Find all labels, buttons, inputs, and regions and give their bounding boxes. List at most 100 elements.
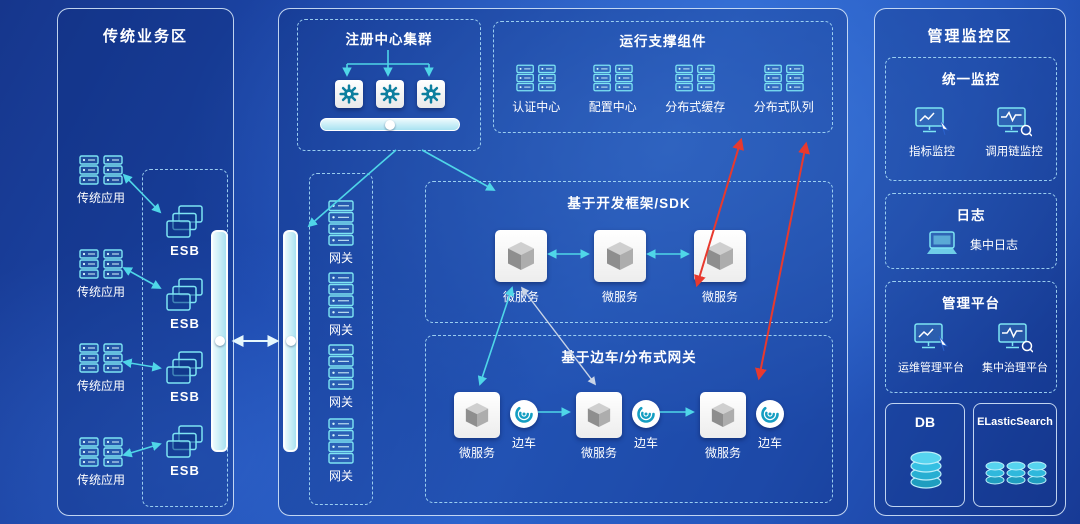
esb-item-1: ESB xyxy=(143,204,227,258)
sidecar-icon xyxy=(632,400,660,428)
sidecar-label: 边车 xyxy=(757,436,782,450)
gear-icon xyxy=(421,84,441,104)
microservice-box xyxy=(495,230,547,282)
bus-node-dot xyxy=(285,336,296,346)
microservice-box xyxy=(454,392,500,438)
microservice-label: 微服务 xyxy=(458,446,495,460)
sdk-microservice-1: 微服务 xyxy=(495,230,547,305)
runtime-item-distributed-queue: 分布式队列 xyxy=(754,64,814,115)
server-rack-icon xyxy=(328,272,354,318)
message-bus-bar-right xyxy=(283,230,298,452)
runtime-item-distributed-cache: 分布式缓存 xyxy=(665,64,725,115)
runtime-item-label: 分布式缓存 xyxy=(665,100,726,114)
microservice-label: 微服务 xyxy=(701,290,738,304)
metrics-monitoring-label: 指标监控 xyxy=(909,146,955,158)
sidecar-label: 边车 xyxy=(511,436,536,450)
database-icon xyxy=(905,444,947,490)
sdk-microservice-2: 微服务 xyxy=(594,230,646,305)
runtime-item-label: 分布式队列 xyxy=(753,100,814,114)
metrics-monitoring-item: 指标监控 xyxy=(892,106,972,159)
sidecar-icon xyxy=(756,400,784,428)
esb-item-4: ESB xyxy=(143,424,227,478)
runtime-support-title: 运行支撑组件 xyxy=(619,34,707,49)
esb-item-3: ESB xyxy=(143,350,227,404)
server-pair-icon xyxy=(675,64,715,92)
bus-node-dot xyxy=(214,336,225,346)
db-label: DB xyxy=(914,414,936,430)
elasticsearch-box: ELasticSearch xyxy=(973,403,1057,507)
microservice-label: 微服务 xyxy=(704,446,741,460)
server-pair-icon xyxy=(516,64,556,92)
traditional-app-label: 传统应用 xyxy=(76,473,125,487)
tracing-monitoring-item: 调用链监控 xyxy=(974,106,1054,159)
microservice-zone-panel: 注册中心集群 运行支撑组件 认证中心 xyxy=(278,8,848,516)
registry-node-1 xyxy=(335,80,363,108)
esb-label: ESB xyxy=(170,243,200,258)
monitor-hand-icon xyxy=(914,106,950,138)
server-pair-icon xyxy=(79,155,123,185)
laptop-icon xyxy=(924,230,960,258)
file-stack-icon xyxy=(165,424,205,460)
central-log-item: 集中日志 xyxy=(886,230,1056,258)
server-pair-icon xyxy=(593,64,633,92)
cube-icon xyxy=(711,402,735,428)
tracing-monitoring-label: 调用链监控 xyxy=(985,146,1043,158)
server-rack-icon xyxy=(328,418,354,464)
registry-loadbalancer-bar xyxy=(320,118,460,131)
server-pair-icon xyxy=(79,249,123,279)
traditional-app-2: 传统应用 xyxy=(68,249,134,300)
server-rack-icon xyxy=(328,344,354,390)
traditional-app-label: 传统应用 xyxy=(76,191,125,205)
sidecar-icon xyxy=(510,400,538,428)
gateway-label: 网关 xyxy=(328,395,353,409)
gear-icon xyxy=(339,84,359,104)
file-stack-icon xyxy=(165,350,205,386)
sidecar-pair-1: 微服务 边车 xyxy=(454,392,546,476)
sidecar-pair-2: 微服务 边车 xyxy=(576,392,668,476)
esb-label: ESB xyxy=(170,316,200,331)
management-platform-box: 管理平台 运维管理平台 集中治理平台 xyxy=(885,281,1057,393)
cube-icon xyxy=(587,402,611,428)
gateway-column-box: 网关 网关 网关 网关 xyxy=(309,173,373,505)
server-pair-icon xyxy=(79,343,123,373)
traditional-app-4: 传统应用 xyxy=(68,437,134,488)
swirl-icon xyxy=(514,404,534,424)
monitor-pulse-icon xyxy=(997,322,1033,354)
gateway-label: 网关 xyxy=(328,469,353,483)
unified-monitoring-title: 统一监控 xyxy=(942,72,1000,87)
esb-label: ESB xyxy=(170,463,200,478)
governance-platform-label: 集中治理平台 xyxy=(982,362,1048,374)
elasticsearch-label: ELasticSearch xyxy=(977,416,1053,428)
database-cluster-icon xyxy=(984,452,1048,488)
management-platform-title: 管理平台 xyxy=(942,296,1000,311)
microservice-label: 微服务 xyxy=(601,290,638,304)
sdk-framework-box: 基于开发框架/SDK 微服务 微服务 微服务 xyxy=(425,181,833,323)
loadbalancer-dot xyxy=(385,119,395,130)
sidecar-gateway-title: 基于边车/分布式网关 xyxy=(561,350,697,365)
ops-platform-item: 运维管理平台 xyxy=(890,322,972,375)
microservice-box xyxy=(594,230,646,282)
db-box: DB xyxy=(885,403,965,507)
log-title: 日志 xyxy=(956,208,986,223)
runtime-components-row: 认证中心 配置中心 分布式缓存 分布式队列 xyxy=(498,64,828,115)
traditional-zone-panel: 传统业务区 传统应用 传统应用 传统应用 传统应用 ESB ESB xyxy=(57,8,234,516)
traditional-app-label: 传统应用 xyxy=(76,379,125,393)
gateway-4: 网关 xyxy=(310,418,372,484)
runtime-item-config-center: 配置中心 xyxy=(589,64,637,115)
esb-label: ESB xyxy=(170,389,200,404)
esb-item-2: ESB xyxy=(143,277,227,331)
runtime-item-label: 认证中心 xyxy=(512,100,561,114)
message-bus-bar-left xyxy=(211,230,228,452)
gateway-2: 网关 xyxy=(310,272,372,338)
unified-monitoring-box: 统一监控 指标监控 调用链监控 xyxy=(885,57,1057,181)
runtime-item-label: 配置中心 xyxy=(588,100,637,114)
swirl-icon xyxy=(760,404,780,424)
central-log-label: 集中日志 xyxy=(969,237,1018,252)
server-rack-icon xyxy=(328,200,354,246)
microservice-box xyxy=(700,392,746,438)
file-stack-icon xyxy=(165,204,205,240)
traditional-app-label: 传统应用 xyxy=(76,285,125,299)
sdk-framework-title: 基于开发框架/SDK xyxy=(567,196,691,211)
sdk-microservice-3: 微服务 xyxy=(694,230,746,305)
